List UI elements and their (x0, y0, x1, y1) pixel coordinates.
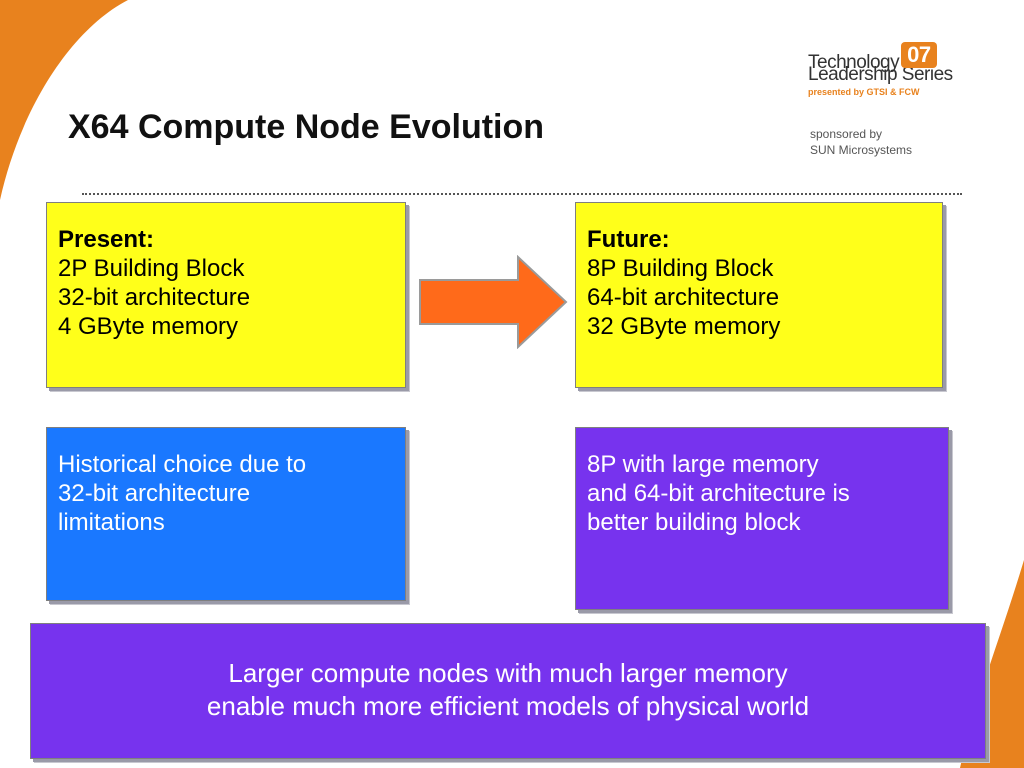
present-line-1: 2P Building Block (58, 255, 245, 282)
better-line-3: better building block (587, 509, 801, 536)
logo-presented-by: presented by GTSI & FCW (808, 87, 920, 97)
future-heading: Future: (587, 226, 670, 253)
present-line-2: 32-bit architecture (58, 284, 251, 311)
future-line-3: 32 GByte memory (587, 313, 781, 340)
future-box: Future: 8P Building Block 64-bit archite… (575, 202, 943, 388)
future-line-1: 8P Building Block (587, 255, 774, 282)
logo-leadership-series: Leadership Series (808, 64, 953, 85)
historical-line-3: limitations (58, 509, 165, 536)
better-box: 8P with large memory and 64-bit architec… (575, 427, 949, 610)
better-line-1: 8P with large memory (587, 451, 819, 478)
historical-box: Historical choice due to 32-bit architec… (46, 427, 406, 601)
better-line-2: and 64-bit architecture is (587, 480, 850, 507)
historical-line-1: Historical choice due to (58, 451, 307, 478)
present-heading: Present: (58, 226, 155, 253)
present-box: Present: 2P Building Block 32-bit archit… (46, 202, 406, 388)
conclusion-line-2: enable much more efficient models of phy… (206, 691, 810, 721)
slide-title: X64 Compute Node Evolution (68, 108, 545, 146)
title-divider (82, 193, 962, 195)
sponsor-line-2: SUN Microsystems (810, 143, 913, 157)
historical-line-2: 32-bit architecture (58, 480, 251, 507)
sponsor-line-1: sponsored by (810, 127, 883, 141)
present-line-3: 4 GByte memory (58, 313, 239, 340)
conclusion-line-1: Larger compute nodes with much larger me… (228, 658, 788, 688)
conclusion-box: Larger compute nodes with much larger me… (30, 623, 986, 759)
future-line-2: 64-bit architecture (587, 284, 780, 311)
logo-year-badge: 07 (901, 42, 937, 68)
right-arrow-icon (419, 255, 568, 349)
sponsor-text: sponsored by SUN Microsystems (810, 126, 912, 158)
